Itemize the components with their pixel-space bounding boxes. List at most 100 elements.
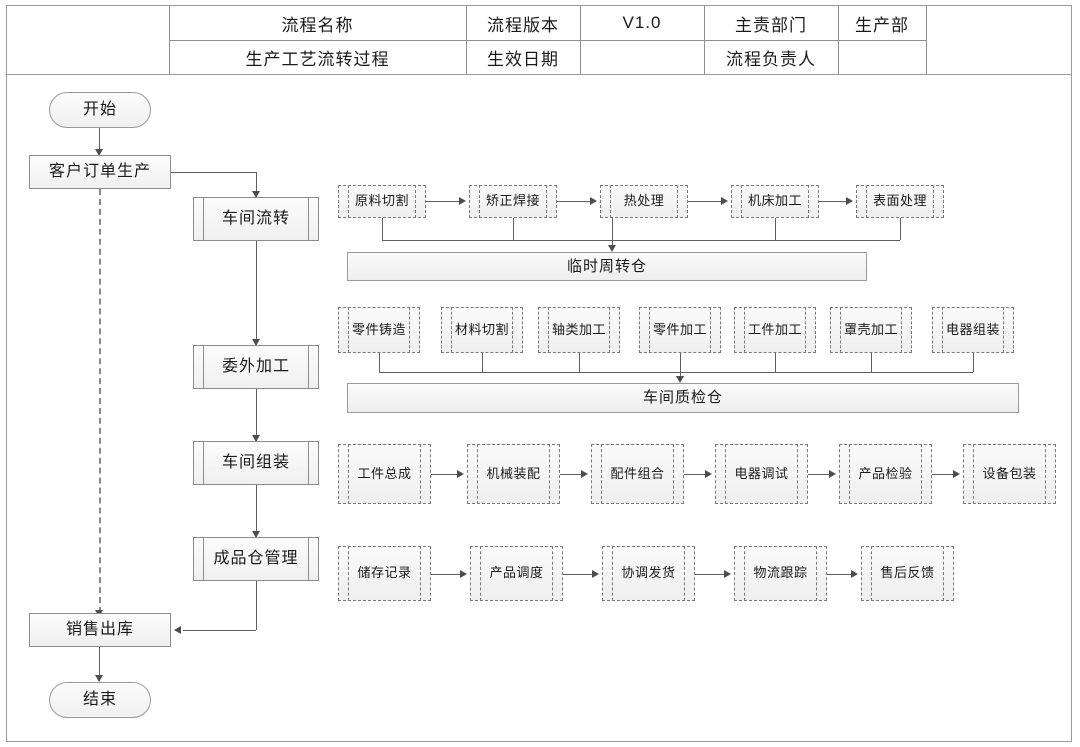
- edge-row2-drop-2: [579, 353, 580, 372]
- edge-row3-3-4: [808, 474, 833, 475]
- edge-row2-bus-arrow: [676, 376, 684, 383]
- edge-start-to-order-arrow: [95, 149, 103, 156]
- substep-row4-4[interactable]: 售后反馈: [861, 546, 954, 601]
- substep-row2-0[interactable]: 零件铸造: [338, 307, 420, 353]
- edge-row3-1-2-arrow: [581, 470, 588, 478]
- substep-row1-0[interactable]: 原料切割: [338, 185, 426, 218]
- edge-row2-drop-4: [775, 353, 776, 372]
- node-start[interactable]: 开始: [49, 92, 151, 128]
- node-stage-workshop-transfer[interactable]: 车间流转: [193, 197, 319, 241]
- edge-row1-1-2: [557, 201, 594, 202]
- substep-row4-0[interactable]: 储存记录: [338, 546, 431, 601]
- header-cell-process-owner-label: 流程负责人: [726, 49, 816, 69]
- edge-start-to-order: [99, 128, 100, 153]
- edge-row2-drop-6: [973, 353, 974, 372]
- edge-row2-drop-3: [680, 353, 681, 379]
- edge-row1-drop-3: [775, 218, 776, 240]
- substep-row3-3[interactable]: 电器调试: [715, 444, 808, 504]
- edge-row1-3-4-arrow: [846, 197, 853, 205]
- node-stage-outsourced-processing[interactable]: 委外加工: [193, 345, 319, 389]
- substep-row2-2[interactable]: 轴类加工: [538, 307, 620, 353]
- edge-stage1-to-stage2-arrow: [252, 339, 260, 346]
- header-row-divider: [169, 40, 926, 41]
- substep-row4-2[interactable]: 协调发货: [602, 546, 695, 601]
- substep-row3-4[interactable]: 产品检验: [839, 444, 932, 504]
- header-cell-process-name-value: 生产工艺流转过程: [245, 49, 390, 69]
- edge-row4-0-1: [431, 574, 464, 575]
- edge-row3-3-4-arrow: [829, 470, 836, 478]
- substep-row1-2[interactable]: 热处理: [600, 185, 688, 218]
- edge-sales-to-end-arrow: [95, 675, 103, 682]
- edge-row1-drop-1: [513, 218, 514, 240]
- edge-order-to-sales-dashed: [99, 189, 101, 613]
- store-row1-temp-warehouse[interactable]: 临时周转仓: [347, 252, 867, 281]
- edge-stage4-to-sales-v: [256, 581, 257, 630]
- substep-row3-0[interactable]: 工件总成: [338, 444, 431, 504]
- edge-row1-0-1: [426, 201, 463, 202]
- header-cell-process-name-label: 流程名称: [281, 15, 354, 35]
- edge-row1-drop-4: [900, 218, 901, 240]
- edge-stage3-to-stage4: [256, 485, 257, 537]
- edge-row3-2-3: [684, 474, 709, 475]
- substep-row2-3[interactable]: 零件加工: [639, 307, 721, 353]
- substep-row4-1[interactable]: 产品调度: [470, 546, 563, 601]
- store-row2-qc-warehouse[interactable]: 车间质检仓: [347, 383, 1019, 413]
- flowchart-canvas: 开始 客户订单生产 车间流转 委外加工 车间组装 成品仓管理 销售出库: [6, 75, 1072, 742]
- substep-row3-2[interactable]: 配件组合: [591, 444, 684, 504]
- edge-row4-3-4-arrow: [851, 570, 858, 578]
- edge-order-to-stage1-h: [171, 172, 256, 173]
- substep-row3-1[interactable]: 机械装配: [467, 444, 560, 504]
- edge-row3-0-1: [431, 474, 461, 475]
- edge-row3-4-5: [932, 474, 957, 475]
- header-cell-process-owner-value: [838, 40, 926, 74]
- edge-row1-drop-0: [382, 218, 383, 240]
- edge-stage4-to-sales-h: [183, 630, 256, 631]
- substep-row3-5[interactable]: 设备包装: [963, 444, 1056, 504]
- substep-row2-6[interactable]: 电器组装: [932, 307, 1014, 353]
- node-stage-finished-goods-warehouse[interactable]: 成品仓管理: [193, 537, 319, 581]
- edge-row1-bus-arrow: [608, 245, 616, 252]
- header-cell-effective-date-value: [580, 40, 704, 74]
- edge-row2-drop-1: [482, 353, 483, 372]
- edge-row4-0-1-arrow: [460, 570, 467, 578]
- edge-order-to-stage1-arrow: [252, 191, 260, 198]
- edge-stage4-to-sales-arrow: [174, 626, 181, 634]
- header-cell-owner-dept-label: 主责部门: [735, 15, 807, 35]
- edge-row4-1-2: [563, 574, 596, 575]
- edge-row1-3-4: [819, 201, 850, 202]
- substep-row1-3[interactable]: 机床加工: [731, 185, 819, 218]
- edge-stage2-to-stage3: [256, 389, 257, 441]
- header-cell-process-version-label: 流程版本: [487, 15, 559, 35]
- node-stage-workshop-assembly[interactable]: 车间组装: [193, 441, 319, 485]
- substep-row1-4[interactable]: 表面处理: [856, 185, 944, 218]
- edge-row3-2-3-arrow: [705, 470, 712, 478]
- substep-row2-1[interactable]: 材料切割: [441, 307, 523, 353]
- edge-row1-2-3: [688, 201, 725, 202]
- edge-row4-2-3-arrow: [724, 570, 731, 578]
- header-cell-effective-date-label: 生效日期: [487, 49, 559, 69]
- substep-row4-3[interactable]: 物流跟踪: [734, 546, 827, 601]
- edge-row1-drop-2: [612, 218, 613, 248]
- edge-row4-1-2-arrow: [592, 570, 599, 578]
- edge-row1-bus: [382, 240, 900, 241]
- header-divider-6: [926, 6, 927, 74]
- header-cell-owner-dept-value: 生产部: [855, 15, 909, 35]
- substep-row2-4[interactable]: 工件加工: [734, 307, 816, 353]
- substep-row2-5[interactable]: 罩壳加工: [830, 307, 912, 353]
- edge-row1-2-3-arrow: [721, 197, 728, 205]
- node-sales-outbound[interactable]: 销售出库: [29, 613, 171, 647]
- node-order-production[interactable]: 客户订单生产: [29, 155, 171, 189]
- edge-row1-0-1-arrow: [459, 197, 466, 205]
- edge-row2-drop-0: [379, 353, 380, 372]
- substep-row1-1[interactable]: 矫正焊接: [469, 185, 557, 218]
- node-end[interactable]: 结束: [49, 682, 151, 718]
- header-cell-blank-left-r1: [7, 6, 169, 40]
- edge-row1-1-2-arrow: [590, 197, 597, 205]
- edge-stage3-to-stage4-arrow: [252, 531, 260, 538]
- edge-sales-to-end: [99, 647, 100, 681]
- header-cell-process-version-value: V1.0: [622, 13, 662, 32]
- header-cell-blank-left-r2: [7, 40, 169, 74]
- edge-row2-drop-5: [871, 353, 872, 372]
- edge-stage2-to-stage3-arrow: [252, 435, 260, 442]
